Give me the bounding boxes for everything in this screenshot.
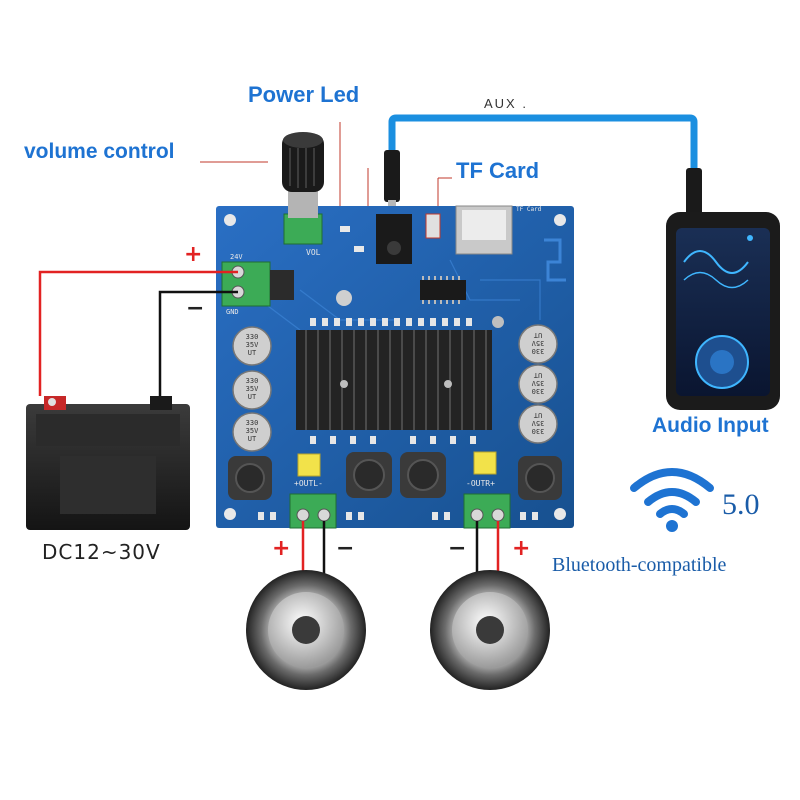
cap-line: UT: [247, 349, 257, 357]
speaker-left: [246, 570, 366, 690]
output-terminal-left: [289, 493, 337, 529]
speaker-right: [430, 570, 550, 690]
aux-jack: [376, 214, 412, 264]
output-terminal-right: [463, 493, 511, 529]
aux-plug-left: [384, 150, 400, 202]
capacitors-left: [232, 326, 272, 452]
bluetooth-label: Bluetooth-compatible: [552, 554, 727, 576]
cap-line: 35V: [245, 341, 259, 349]
cap-line: 35V: [245, 385, 259, 393]
board-vin-text: 24V: [230, 253, 243, 261]
inductors: [228, 452, 562, 500]
power-minus-sign: −: [186, 296, 205, 321]
cap-line: 330: [531, 387, 545, 395]
cap-line: 35V: [531, 379, 545, 387]
board-outr-text: -OUTR+: [466, 479, 495, 488]
capacitors-right: [518, 324, 558, 444]
cap-line: 35V: [245, 427, 259, 435]
power-led-label: Power Led: [248, 82, 360, 107]
speaker-left-plus-sign: +: [272, 536, 291, 561]
cap-line: UT: [533, 411, 543, 419]
ic-chip: [420, 280, 466, 300]
aux-plug-right: [686, 168, 702, 218]
cap-line: UT: [533, 371, 543, 379]
phone: [666, 212, 780, 410]
battery: [26, 396, 190, 530]
speaker-right-minus-sign: −: [448, 536, 467, 561]
tf-card-label: TF Card: [456, 158, 540, 183]
cap-line: 35V: [531, 419, 545, 427]
power-wires: [38, 270, 238, 396]
bluetooth-version-label: 5.0: [722, 488, 760, 521]
board-outl-text: +OUTL-: [294, 479, 323, 488]
cap-line: UT: [247, 435, 257, 443]
power-plus-sign: +: [184, 242, 203, 267]
cap-line: 330: [531, 427, 545, 435]
audio-input-label: Audio Input: [652, 414, 769, 437]
volume-control-label: volume control: [24, 140, 175, 163]
cap-line: 35V: [531, 339, 545, 347]
cap-line: UT: [533, 331, 543, 339]
cap-line: 330: [245, 377, 259, 385]
board-tf-text: TF Card: [516, 206, 542, 213]
wifi-signal-icon: [630, 468, 714, 532]
aux-label: AUX .: [484, 96, 528, 111]
board-gnd-text: GND: [226, 308, 239, 316]
speaker-wires: [301, 521, 500, 578]
speaker-left-minus-sign: −: [336, 536, 355, 561]
cap-line: 330: [531, 347, 545, 355]
board-vol-text: VOL: [306, 248, 321, 257]
tf-card-slot: [455, 205, 513, 255]
cap-line: 330: [245, 333, 259, 341]
volume-potentiometer: [282, 132, 324, 245]
speaker-right-plus-sign: +: [512, 536, 531, 561]
supply-voltage-label: DC12~30V: [42, 540, 161, 564]
aux-cable: [384, 114, 702, 218]
amplifier-board: [216, 132, 574, 529]
cap-line: UT: [247, 393, 257, 401]
cap-line: 330: [245, 419, 259, 427]
heatsink: [296, 330, 492, 430]
